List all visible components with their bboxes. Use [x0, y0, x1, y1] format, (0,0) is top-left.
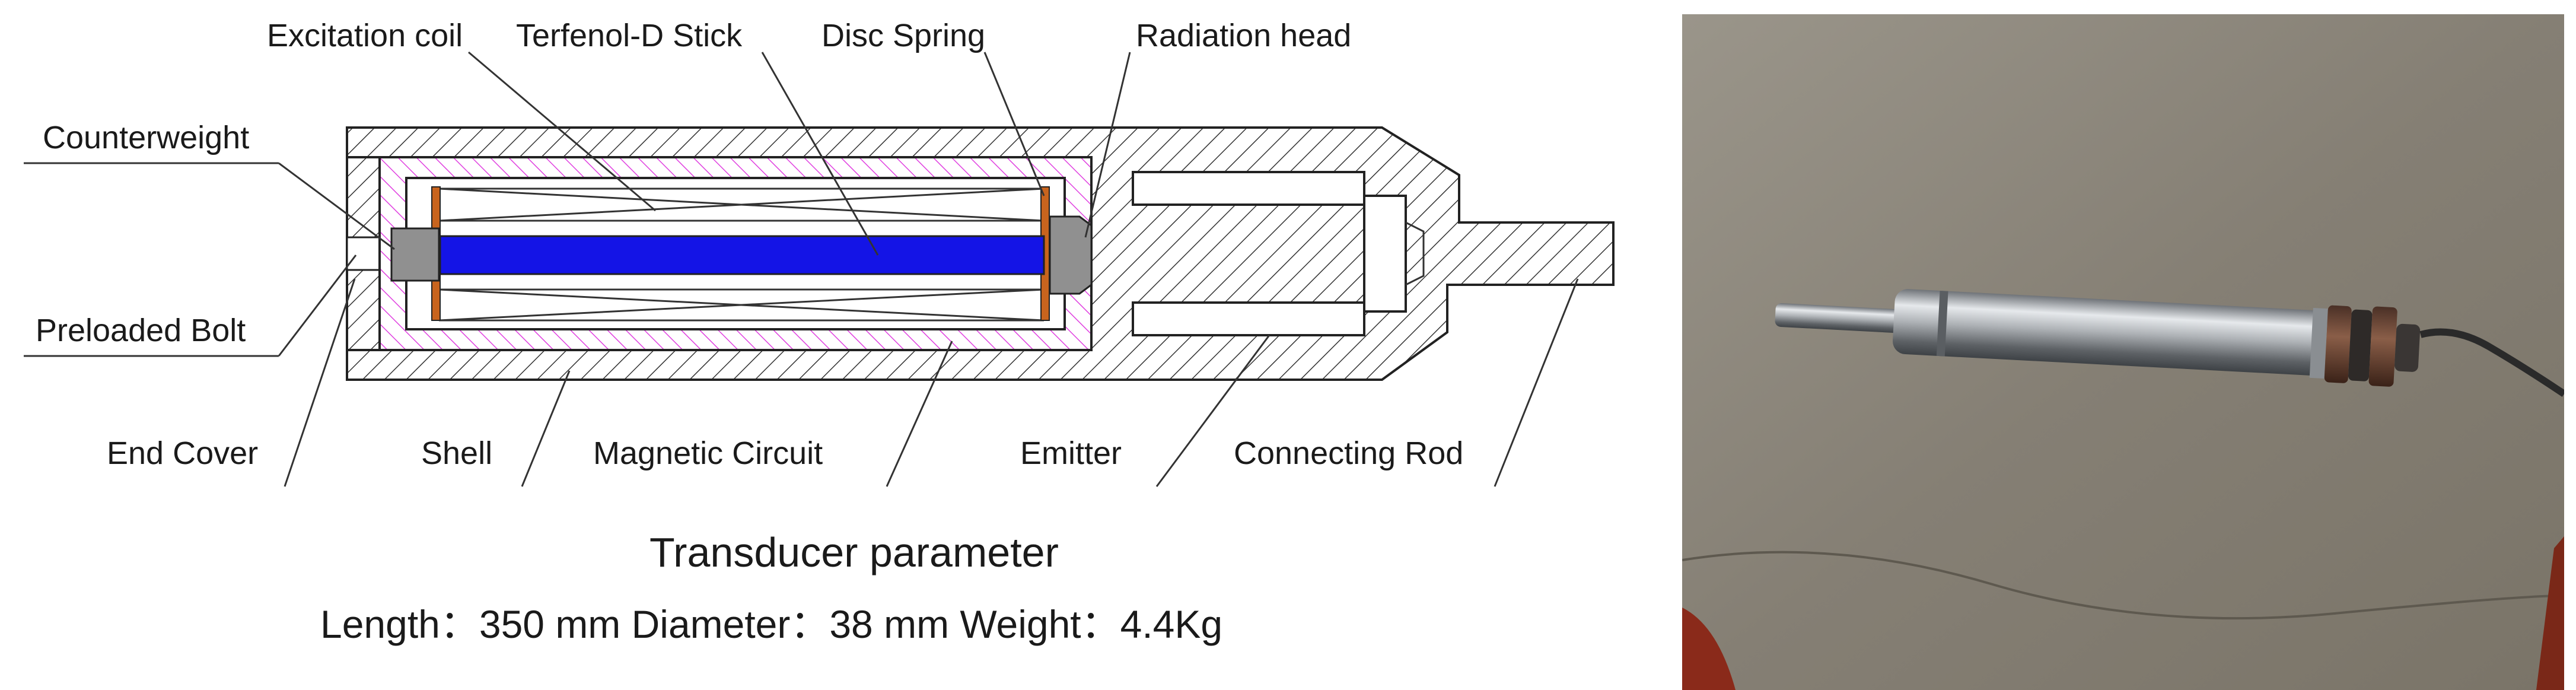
shell-ring — [1936, 290, 1948, 357]
excitation-coil — [438, 187, 1045, 322]
leader-lines — [24, 51, 1579, 487]
shell-tube — [1893, 289, 2327, 376]
label-emitter: Emitter — [1020, 435, 1122, 471]
flange-1 — [2324, 305, 2352, 383]
label-end-cover: End Cover — [107, 435, 258, 471]
caption-title: Transducer parameter — [649, 529, 1059, 575]
transducer — [1775, 289, 2421, 387]
label-terfenol-stick: Terfenol-D Stick — [516, 18, 743, 53]
end-cap — [2394, 323, 2421, 372]
connecting-rod-thread — [1405, 221, 1425, 286]
label-excitation-coil: Excitation coil — [267, 18, 463, 53]
emitter-cavity-bottom — [1132, 301, 1365, 336]
label-preloaded-bolt: Preloaded Bolt — [36, 313, 246, 348]
transducer-photo — [1682, 14, 2564, 690]
radiation-head — [1049, 215, 1093, 295]
terfenol-stick — [439, 235, 1045, 275]
label-shell: Shell — [421, 435, 492, 471]
ground-crack — [1682, 551, 2564, 620]
emitter-cavity-top — [1132, 171, 1365, 206]
caption-specs: Length：350 mm Diameter：38 mm Weight：4.4K… — [320, 602, 1222, 646]
photo-drawing — [1682, 14, 2564, 690]
flange-2 — [2348, 309, 2373, 381]
preloaded-bolt-slot — [346, 236, 381, 271]
red-object-edge — [2536, 536, 2564, 690]
label-counterweight: Counterweight — [43, 120, 249, 155]
connecting-rod — [1775, 303, 1900, 333]
label-connecting-rod: Connecting Rod — [1234, 435, 1463, 471]
emitter-bore — [1363, 195, 1407, 313]
label-disc-spring: Disc Spring — [821, 18, 985, 53]
counterweight — [390, 227, 440, 282]
label-magnetic-circuit: Magnetic Circuit — [593, 435, 823, 471]
red-object-corner — [1682, 608, 1736, 690]
transducer-diagram: Excitation coil Terfenol-D Stick Disc Sp… — [24, 18, 1615, 646]
shell-seam — [2309, 307, 2328, 379]
cable — [2419, 328, 2564, 397]
label-radiation-head: Radiation head — [1136, 18, 1351, 53]
flange-3 — [2368, 306, 2397, 387]
